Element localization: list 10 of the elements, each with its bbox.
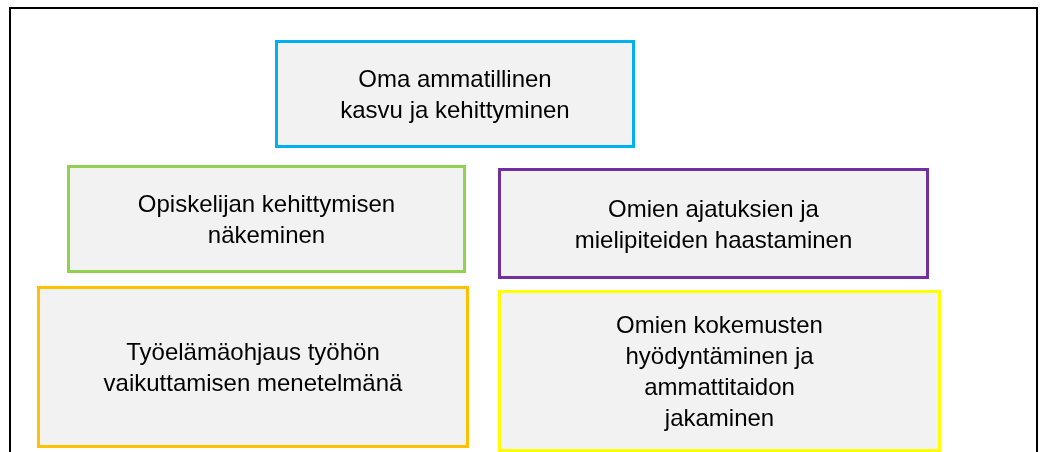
text-box	[67, 165, 466, 273]
box-label: Oma ammatillinen kasvu ja kehittyminen	[339, 64, 571, 125]
text-box	[37, 286, 469, 448]
text-box	[498, 290, 941, 452]
box-label: Omien kokemusten hyödyntäminen ja ammattitaidon jakaminen	[615, 310, 824, 433]
text-box	[498, 168, 929, 279]
box-label: Työelämäohjaus työhön vaikuttamisen menetelmänä	[102, 337, 404, 398]
text-box	[275, 40, 635, 148]
box-label: Opiskelijan kehittymisen näkeminen	[136, 189, 397, 250]
box-label: Omien ajatuksien ja mielipiteiden haastaminen	[573, 193, 854, 255]
